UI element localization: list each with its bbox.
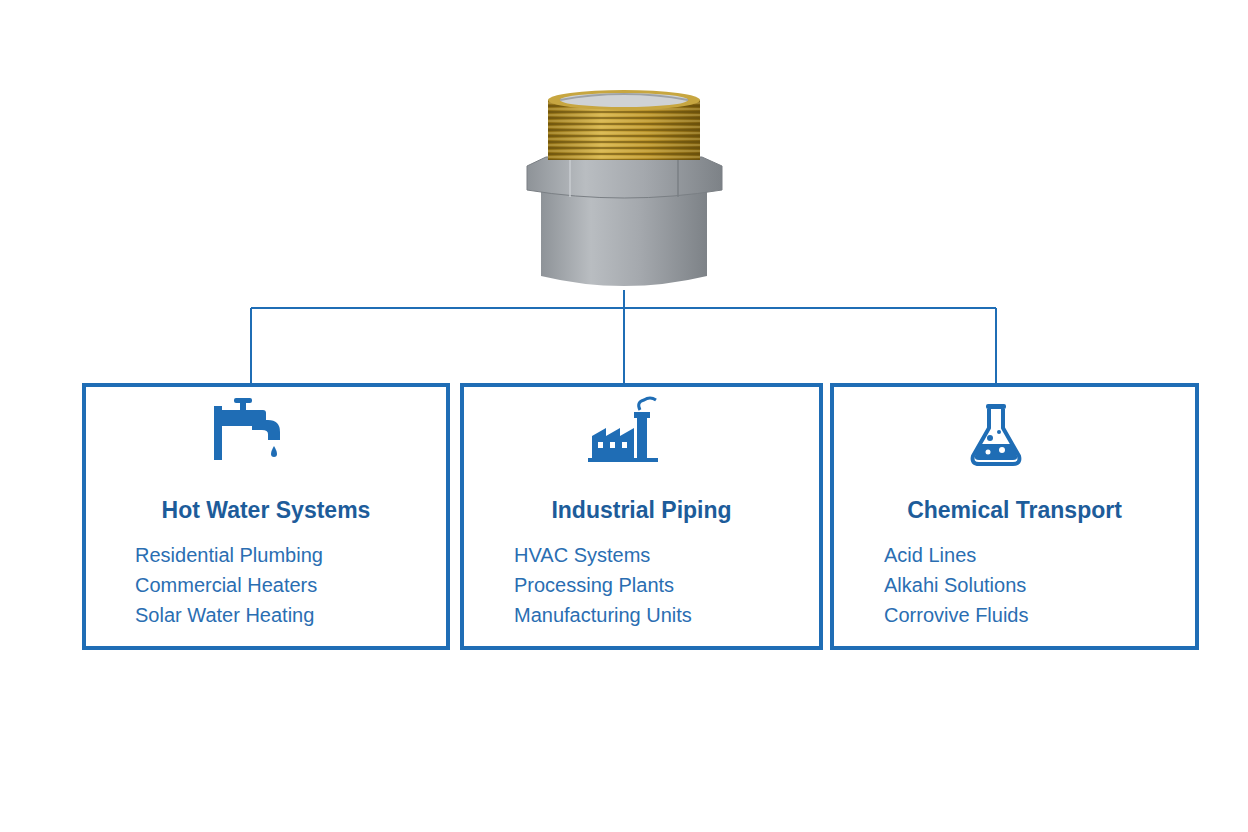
pipe-fitting	[527, 90, 722, 286]
factory-icon	[588, 398, 658, 462]
item-list: Acid LinesAlkahi SolutionsCorrovive Flui…	[834, 540, 1195, 630]
list-item: Manufacturing Units	[514, 600, 819, 630]
box-heading: Hot Water Systems	[86, 497, 446, 524]
flask-icon	[973, 404, 1020, 464]
category-box: Hot Water SystemsResidential PlumbingCom…	[82, 383, 450, 650]
category-box: Industrial PipingHVAC SystemsProcessing …	[460, 383, 823, 650]
faucet-icon	[214, 398, 280, 460]
connector-tree	[251, 290, 996, 383]
list-item: Residential Plumbing	[135, 540, 446, 570]
list-item: Acid Lines	[884, 540, 1195, 570]
list-item: Alkahi Solutions	[884, 570, 1195, 600]
list-item: Corrovive Fluids	[884, 600, 1195, 630]
list-item: HVAC Systems	[514, 540, 819, 570]
box-heading: Industrial Piping	[464, 497, 819, 524]
item-list: HVAC SystemsProcessing PlantsManufacturi…	[464, 540, 819, 630]
box-heading: Chemical Transport	[834, 497, 1195, 524]
item-list: Residential PlumbingCommercial HeatersSo…	[86, 540, 446, 630]
list-item: Processing Plants	[514, 570, 819, 600]
list-item: Commercial Heaters	[135, 570, 446, 600]
list-item: Solar Water Heating	[135, 600, 446, 630]
category-box: Chemical TransportAcid LinesAlkahi Solut…	[830, 383, 1199, 650]
